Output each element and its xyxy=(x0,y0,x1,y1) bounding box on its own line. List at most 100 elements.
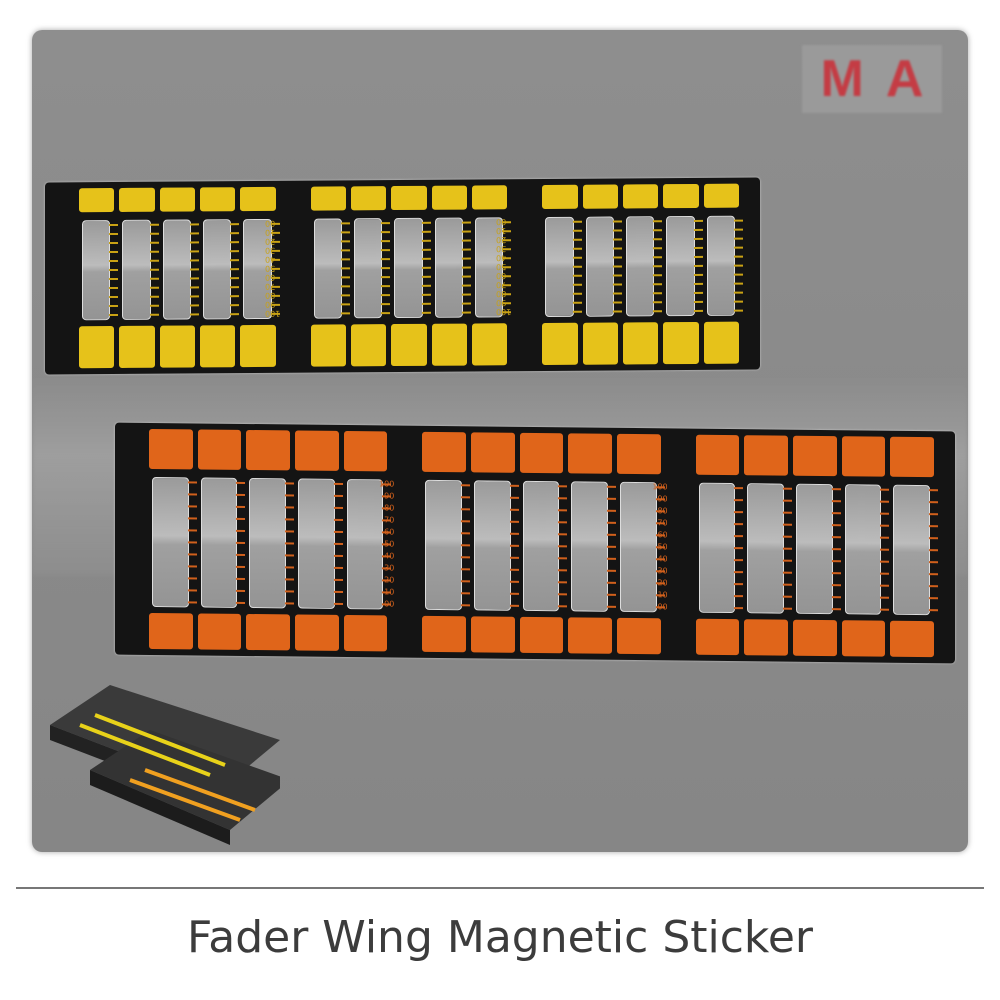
scale-tick xyxy=(607,521,616,524)
scale-tick xyxy=(572,265,582,268)
scale-tick xyxy=(693,273,703,276)
bottom-button xyxy=(695,618,740,656)
scale-tick xyxy=(190,304,199,307)
scale-tick xyxy=(462,293,471,296)
scale-tick xyxy=(929,561,938,564)
scale-tick xyxy=(381,222,391,225)
scale-tick xyxy=(929,573,938,576)
scale-tick xyxy=(607,497,616,500)
fader-slot xyxy=(434,217,463,318)
scale-tick xyxy=(381,267,391,270)
scale-label: 30 xyxy=(657,566,668,576)
scale-tick xyxy=(190,241,199,244)
top-button xyxy=(295,430,339,471)
scale-tick xyxy=(230,250,240,253)
scale-tick xyxy=(462,284,471,287)
scale-label: 30 xyxy=(384,563,395,573)
scale-tick xyxy=(693,219,703,222)
scale-tick xyxy=(831,560,841,563)
bottom-button xyxy=(744,619,788,656)
scale-tick xyxy=(734,237,743,240)
scale-tick xyxy=(236,565,246,568)
scale-tick xyxy=(734,571,744,574)
scale-label: 20 xyxy=(384,575,395,585)
scale-tick xyxy=(341,249,350,252)
bottom-button xyxy=(793,619,837,657)
scale-tick xyxy=(230,295,240,298)
scale-tick xyxy=(880,512,890,515)
scale-tick xyxy=(285,578,294,581)
scale-tick xyxy=(607,605,616,608)
fader-slot xyxy=(844,484,882,615)
bottom-button xyxy=(617,617,661,655)
scale-tick xyxy=(929,597,938,600)
scale-label: 90 xyxy=(384,491,395,501)
scale-tick xyxy=(653,283,663,286)
bottom-button xyxy=(890,620,934,658)
scale-tick xyxy=(341,294,350,297)
scale-label: 80 xyxy=(264,290,275,300)
scale-tick xyxy=(187,565,197,568)
scale-tick xyxy=(341,267,350,270)
scale-tick xyxy=(461,544,470,547)
scale-tick xyxy=(109,250,119,254)
top-button xyxy=(240,186,276,212)
scale-tick xyxy=(190,232,199,235)
fader-slot xyxy=(796,483,833,615)
scale-tick xyxy=(187,493,197,496)
scale-tick xyxy=(734,511,744,514)
scale-tick xyxy=(333,554,343,557)
fader-slot xyxy=(522,480,560,612)
scale-label: 100 xyxy=(379,479,395,489)
scale-tick xyxy=(381,249,391,252)
scale-tick xyxy=(187,577,197,580)
fader-slot xyxy=(152,476,189,608)
scale-tick xyxy=(613,283,622,286)
bottom-button xyxy=(351,324,387,367)
scale-tick xyxy=(880,608,890,611)
scale-tick xyxy=(236,517,246,520)
scale-tick xyxy=(509,520,519,523)
scale-tick xyxy=(236,541,246,544)
bottom-button xyxy=(519,616,564,654)
scale-tick xyxy=(462,239,471,242)
scale-tick xyxy=(653,274,663,277)
scale-tick xyxy=(929,585,938,588)
fader-slot xyxy=(354,218,383,319)
scale-label: 50 xyxy=(657,542,668,552)
scale-tick xyxy=(880,548,890,551)
scale-label: 50 xyxy=(496,262,507,272)
scale-tick xyxy=(572,247,582,250)
scale-tick xyxy=(109,277,119,281)
scale-tick xyxy=(734,300,743,303)
scale-tick xyxy=(285,494,294,497)
scale-tick xyxy=(509,484,519,487)
bottom-button xyxy=(159,325,195,368)
scale-tick xyxy=(509,556,519,559)
scale-tick xyxy=(558,545,568,548)
fader-slot xyxy=(571,481,608,612)
scale-tick xyxy=(461,520,470,523)
scale-tick xyxy=(230,268,240,271)
bottom-button xyxy=(471,616,515,653)
scale-tick xyxy=(421,221,431,224)
scale-tick xyxy=(734,273,743,276)
top-button xyxy=(422,431,466,473)
scale-tick xyxy=(783,535,792,538)
scale-tick xyxy=(461,604,470,607)
scale-tick xyxy=(613,292,622,295)
scale-label: 30 xyxy=(264,245,275,255)
scale-tick xyxy=(734,607,744,610)
scale-tick xyxy=(421,266,431,269)
top-button xyxy=(471,432,515,473)
scale-label: 100 xyxy=(652,482,668,492)
scale-label: 20 xyxy=(264,236,275,246)
scale-label: 10 xyxy=(657,590,668,600)
scale-tick xyxy=(572,220,582,223)
scale-tick xyxy=(653,301,663,304)
bottom-button xyxy=(472,323,508,366)
scale-tick xyxy=(333,590,343,593)
scale-tick xyxy=(734,291,743,294)
